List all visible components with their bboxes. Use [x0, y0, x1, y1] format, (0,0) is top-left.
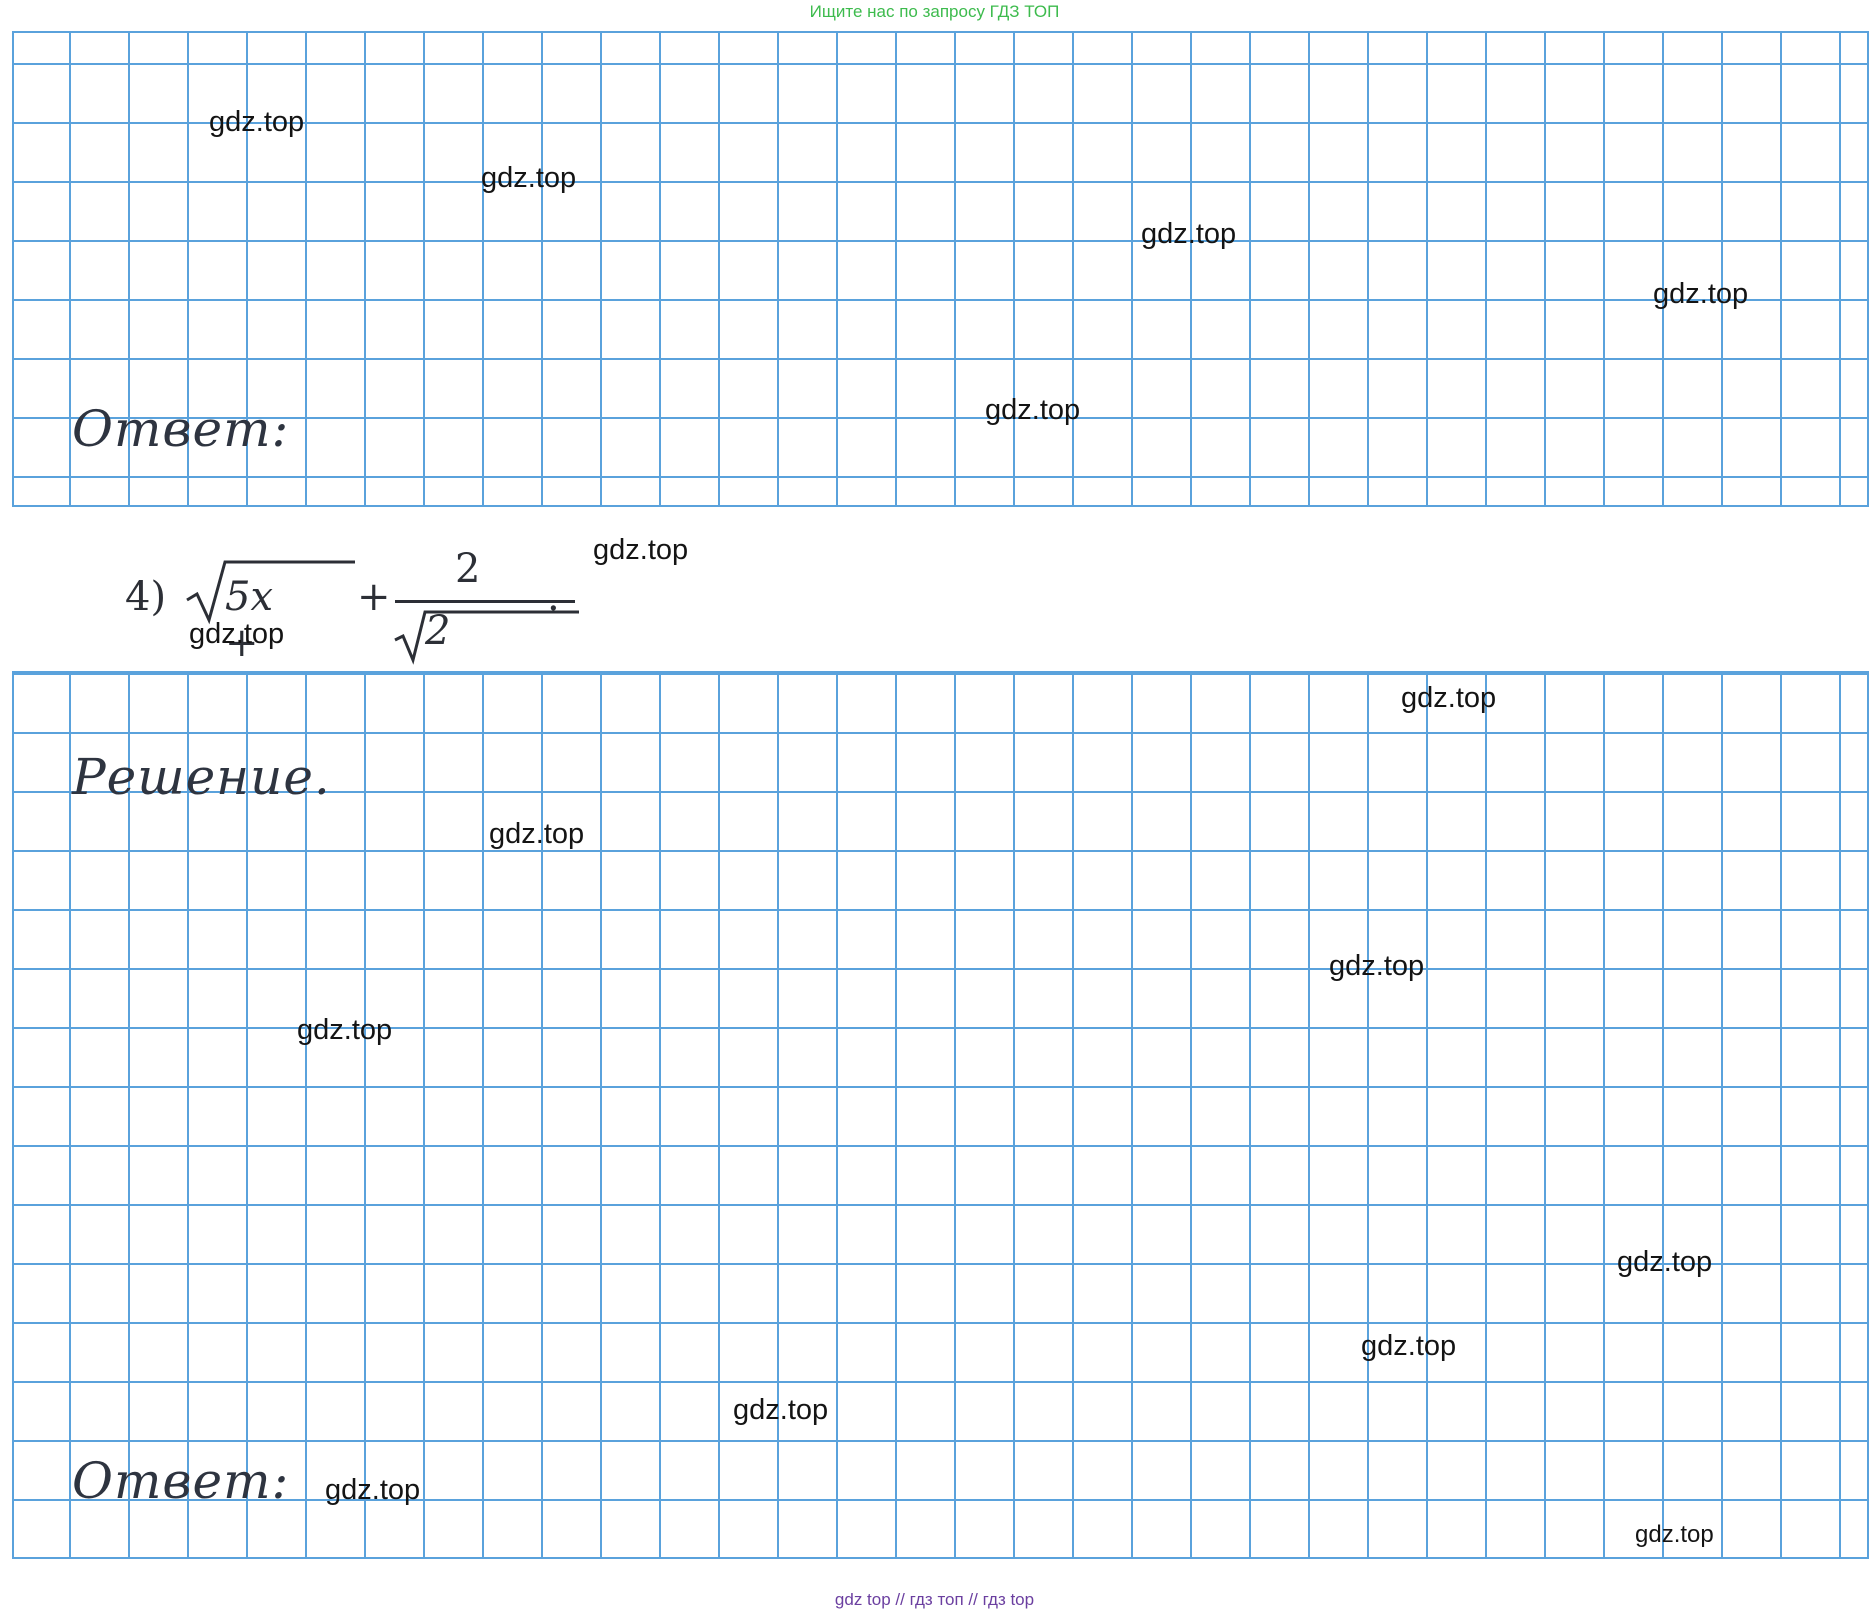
- plus-sign: +: [357, 574, 391, 620]
- solution-grid[interactable]: [12, 671, 1869, 1559]
- watermark: gdz.top: [481, 162, 577, 194]
- task-number: 4): [125, 574, 167, 620]
- top-banner: Ищите нас по запросу ГДЗ ТОП: [809, 2, 1060, 21]
- watermark: gdz.top: [985, 394, 1081, 426]
- watermark: gdz.top: [325, 1474, 421, 1506]
- sqrt-sign-2: [394, 610, 579, 665]
- footer-links[interactable]: gdz top // гдз топ // гдз top: [834, 1590, 1035, 1609]
- fraction-numerator: 2: [455, 546, 481, 592]
- formula-end: .: [547, 574, 560, 620]
- watermark: gdz.top: [1635, 1521, 1714, 1548]
- watermark: gdz.top: [1617, 1246, 1713, 1278]
- answer-heading-top: Ответ:: [72, 400, 290, 458]
- answer-heading-bottom: Ответ:: [72, 1452, 290, 1510]
- watermark: gdz.top: [1141, 218, 1237, 250]
- watermark: gdz.top: [209, 106, 305, 138]
- watermark: gdz.top: [297, 1014, 393, 1046]
- fraction-bar: [395, 600, 575, 603]
- watermark: gdz.top: [1653, 278, 1749, 310]
- answer-grid-top[interactable]: [12, 31, 1869, 507]
- sqrt-sign-1: [186, 560, 355, 625]
- watermark: gdz.top: [1329, 950, 1425, 982]
- watermark: gdz.top: [1401, 682, 1497, 714]
- watermark: gdz.top: [189, 618, 285, 650]
- watermark: gdz.top: [593, 534, 689, 566]
- watermark: gdz.top: [1361, 1330, 1457, 1362]
- watermark: gdz.top: [733, 1394, 829, 1426]
- solution-heading: Решение.: [72, 748, 331, 806]
- watermark: gdz.top: [489, 818, 585, 850]
